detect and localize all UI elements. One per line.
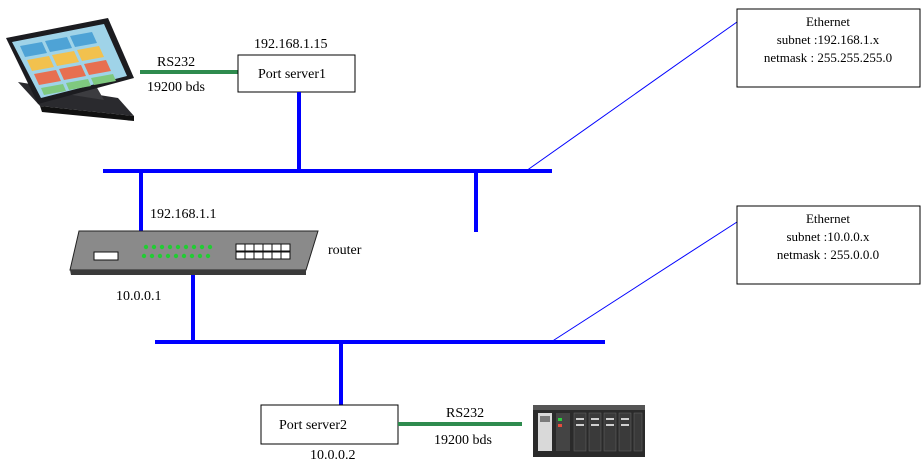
pos-terminal-icon <box>6 18 134 121</box>
network-2-netmask: netmask : 255.0.0.0 <box>777 247 879 262</box>
serial-link-1-speed: 19200 bds <box>147 80 205 95</box>
router-ip-lan2: 10.0.0.1 <box>116 289 162 304</box>
network-callout-line-1 <box>525 21 738 172</box>
network-router-icon <box>69 230 319 275</box>
serial-link-2-protocol: RS232 <box>446 406 484 421</box>
network-2-subnet: subnet :10.0.0.x <box>786 229 870 244</box>
network-1-netmask: netmask : 255.255.255.0 <box>764 50 892 65</box>
router-label: router <box>328 243 362 258</box>
network-callout-line-2 <box>550 221 738 343</box>
network-info-box-1 <box>736 8 921 88</box>
port-server1-ip: 192.168.1.15 <box>254 37 328 52</box>
plc-controller-icon <box>533 405 645 457</box>
port-server1-box <box>237 54 356 93</box>
network-info-box-2 <box>736 205 921 285</box>
network-2-title: Ethernet <box>806 211 850 226</box>
network-1-subnet: subnet :192.168.1.x <box>777 32 880 47</box>
port-server2-label: Port server2 <box>279 418 347 433</box>
router-ip-lan1: 192.168.1.1 <box>150 207 217 222</box>
serial-link-1-protocol: RS232 <box>157 55 195 70</box>
serial-link-2-speed: 19200 bds <box>434 433 492 448</box>
port-server1-label: Port server1 <box>258 67 326 82</box>
port-server2-ip: 10.0.0.2 <box>310 448 356 463</box>
network-1-title: Ethernet <box>806 14 850 29</box>
